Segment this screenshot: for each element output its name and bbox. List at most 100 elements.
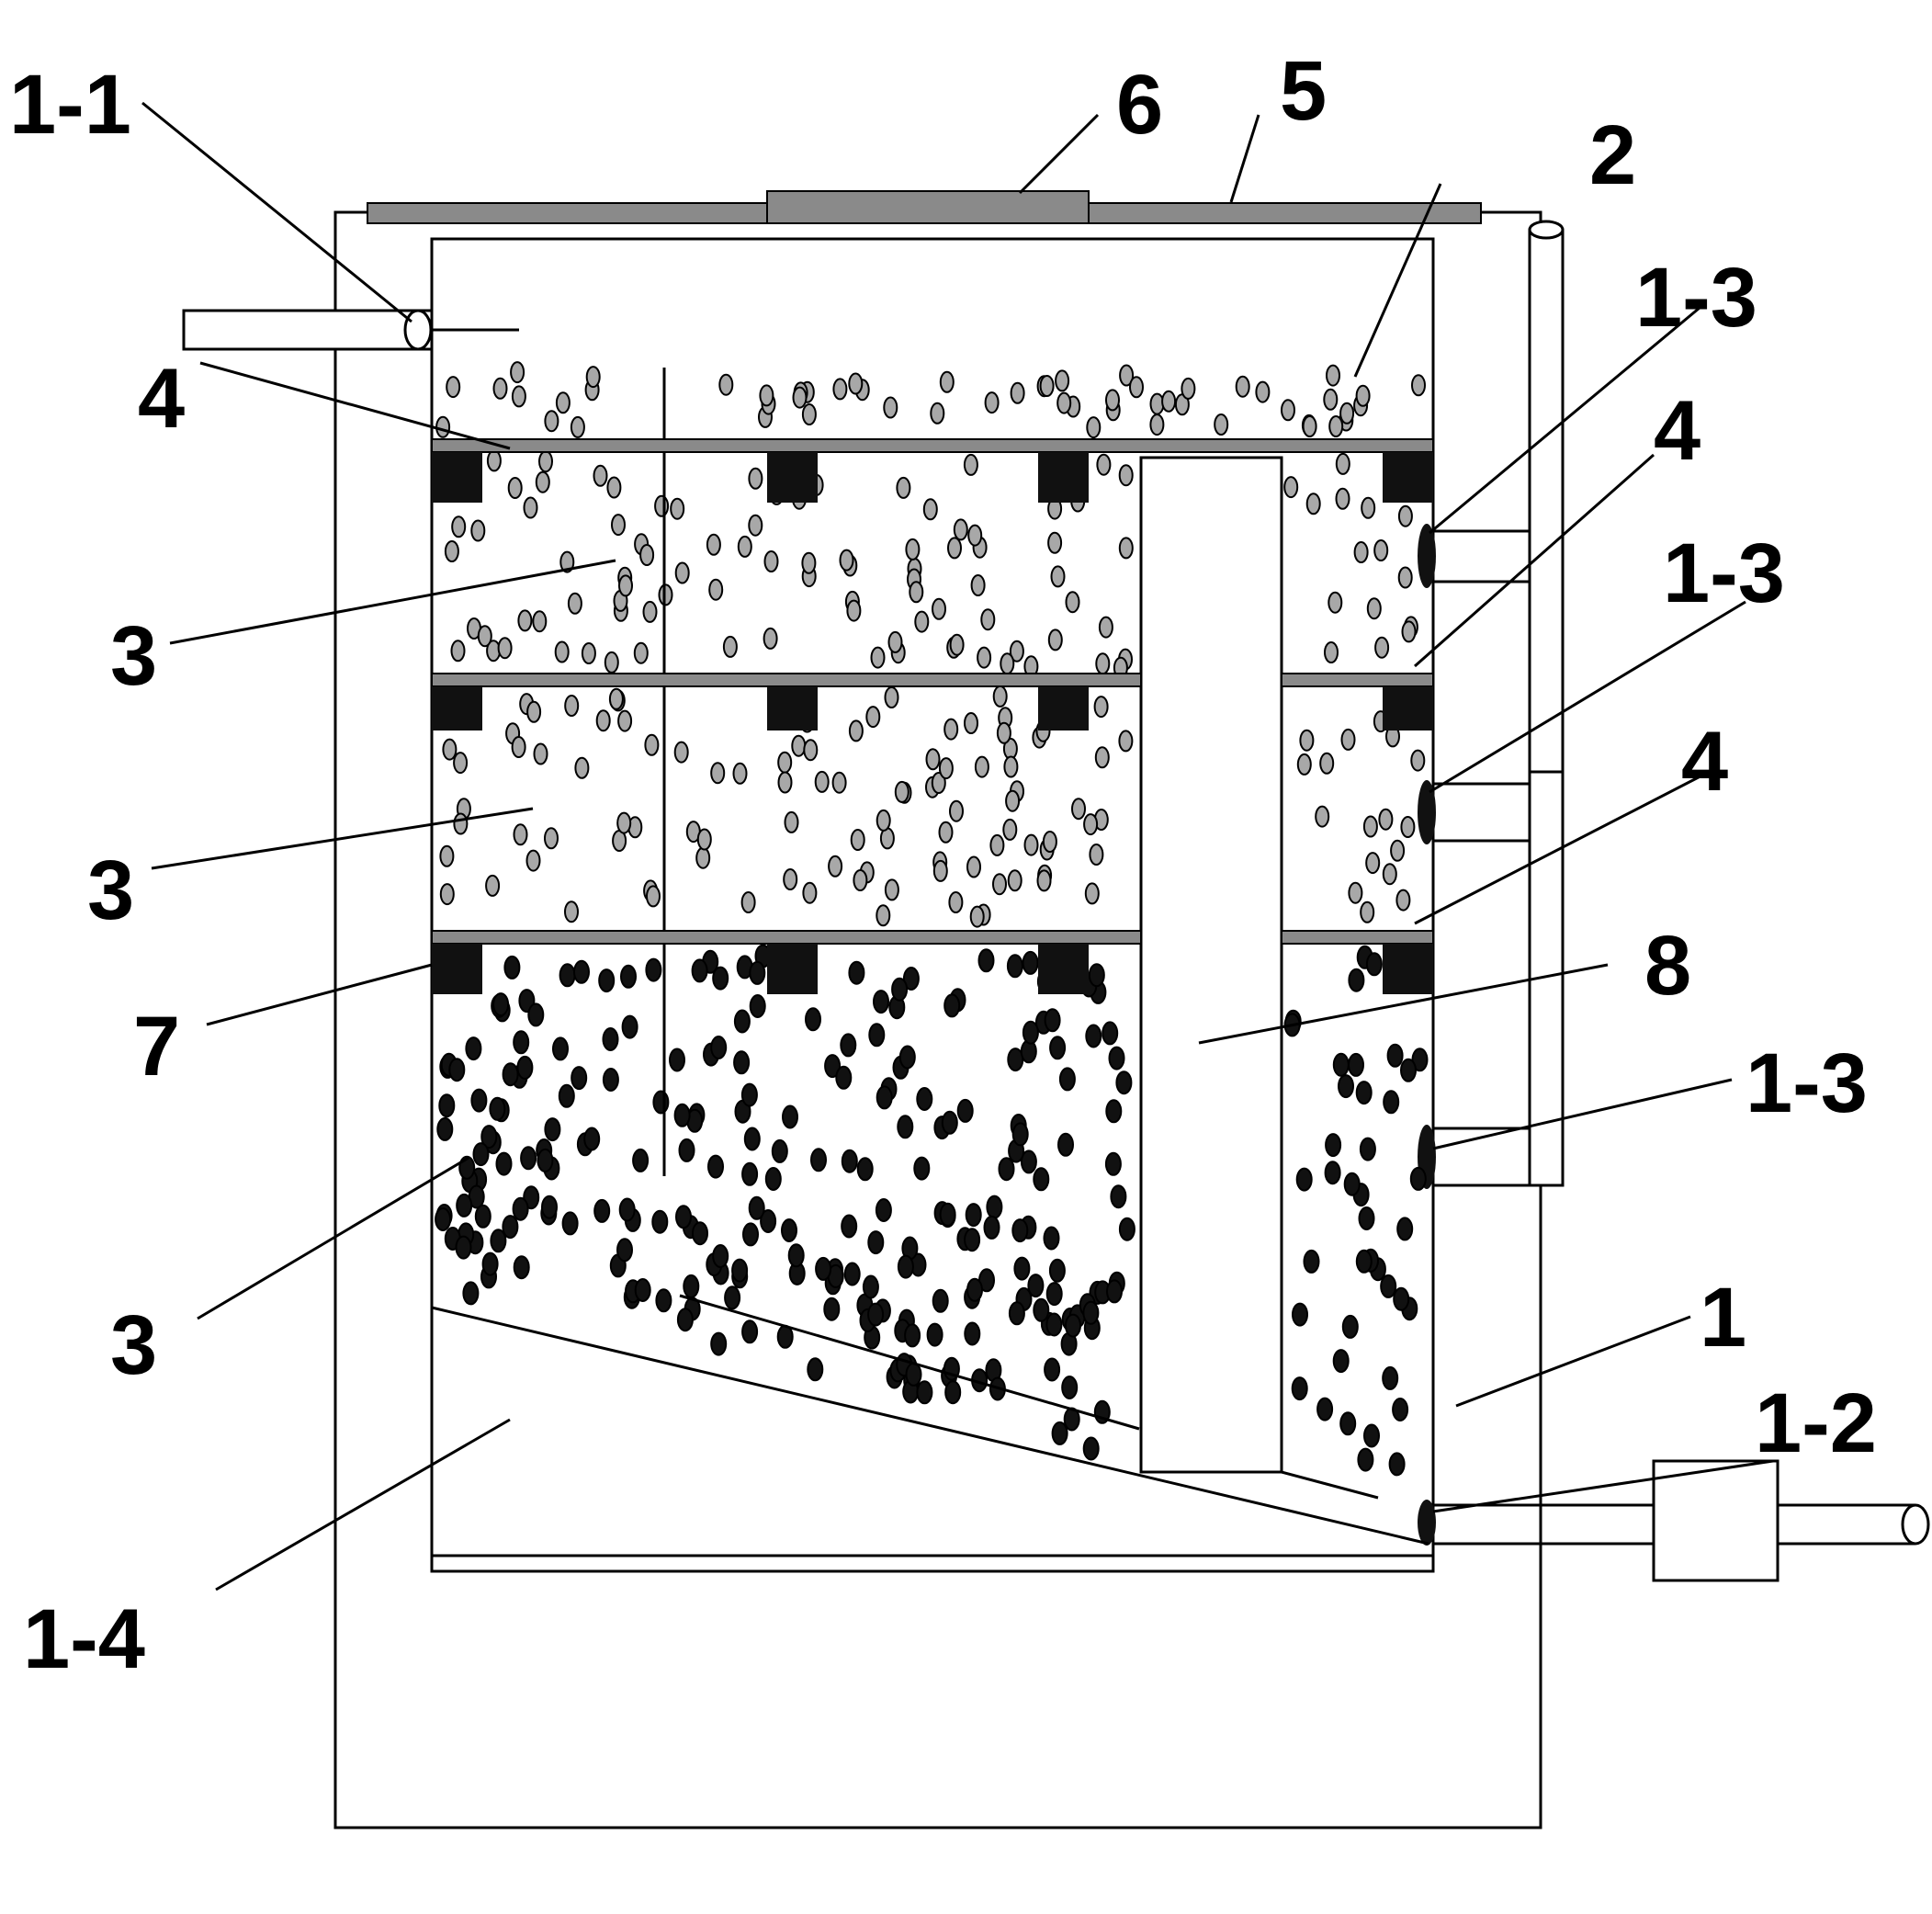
particle: [1085, 1024, 1102, 1048]
particle: [905, 538, 921, 561]
particle: [706, 533, 721, 556]
particle: [446, 376, 461, 399]
particle: [1324, 641, 1339, 663]
particle: [1378, 808, 1394, 831]
particle: [1009, 640, 1024, 663]
particle: [1033, 1297, 1050, 1322]
particle: [1397, 504, 1413, 527]
particle: [513, 1255, 530, 1280]
particle: [710, 762, 726, 785]
particle: [1006, 954, 1023, 979]
particle: [617, 709, 633, 732]
particle: [1093, 696, 1109, 719]
particle: [718, 373, 734, 396]
particle: [620, 964, 637, 989]
particle: [696, 828, 712, 851]
particle: [748, 514, 763, 537]
particle: [683, 1274, 700, 1298]
lid: [766, 190, 1090, 224]
particle: [573, 959, 590, 984]
particle: [922, 498, 938, 521]
particle: [850, 829, 865, 851]
particle: [564, 900, 579, 923]
particle: [763, 627, 778, 650]
particle: [571, 1066, 588, 1091]
particle: [884, 878, 899, 901]
particle: [470, 519, 486, 542]
particle: [1358, 1206, 1375, 1230]
particle: [824, 1054, 842, 1079]
particle: [998, 1157, 1015, 1182]
particle: [673, 1103, 691, 1127]
particle: [944, 1380, 962, 1405]
particle: [1181, 377, 1196, 400]
support-plates: [431, 438, 1434, 945]
particle: [480, 1125, 498, 1150]
particle: [533, 742, 548, 765]
particle: [732, 762, 748, 785]
particle: [1291, 1376, 1308, 1401]
particle: [956, 1098, 974, 1123]
particle: [914, 610, 930, 633]
particle: [1409, 1166, 1427, 1191]
plate-top: [431, 438, 1434, 453]
particle: [948, 891, 964, 913]
particle: [1299, 729, 1315, 752]
particle: [692, 1221, 708, 1246]
particle: [1098, 616, 1113, 639]
particle: [848, 960, 865, 985]
particle: [943, 993, 961, 1018]
particle: [708, 578, 724, 601]
particle: [1255, 380, 1271, 403]
particle: [1022, 1020, 1039, 1045]
particle: [621, 1014, 638, 1039]
particle: [856, 1157, 874, 1182]
particle: [963, 453, 978, 476]
particle: [1315, 805, 1330, 828]
particle: [1118, 1217, 1135, 1241]
particle: [676, 1308, 694, 1332]
particle: [1110, 1184, 1127, 1209]
particle: [1235, 375, 1250, 398]
particle: [616, 1238, 633, 1263]
particle: [896, 476, 911, 499]
particle: [737, 535, 752, 558]
particle: [611, 514, 626, 537]
particle: [1129, 376, 1144, 399]
particle: [583, 1127, 601, 1151]
particle: [655, 1288, 672, 1313]
particle: [598, 968, 616, 993]
particle: [831, 771, 847, 794]
particle: [1105, 389, 1120, 412]
particle: [1380, 1274, 1397, 1298]
particle: [848, 372, 864, 395]
particle: [555, 391, 571, 414]
label-1-3-upper: 1-3: [1635, 251, 1757, 345]
particle: [644, 733, 660, 756]
particle: [760, 1209, 777, 1233]
label-4-upper-right: 4: [1654, 384, 1700, 478]
particle: [465, 1036, 482, 1061]
particle: [932, 597, 946, 620]
particle: [1065, 591, 1080, 614]
particle: [595, 709, 611, 732]
particle: [538, 450, 553, 473]
particle: [513, 823, 528, 846]
particle: [848, 719, 864, 742]
particle: [517, 609, 533, 632]
particle: [1386, 1043, 1404, 1068]
particle: [1102, 1021, 1119, 1046]
particle: [1343, 1172, 1361, 1196]
particle: [953, 518, 968, 541]
particle: [435, 415, 451, 438]
particle: [938, 757, 954, 780]
particle: [862, 1274, 879, 1299]
particle: [1050, 565, 1066, 588]
particle: [1397, 566, 1413, 589]
particle: [1316, 1397, 1334, 1421]
inlet-pipe: [182, 309, 434, 351]
particle: [867, 1230, 885, 1255]
particle: [1027, 1274, 1045, 1298]
particle: [781, 1218, 797, 1242]
particle: [939, 1202, 956, 1227]
